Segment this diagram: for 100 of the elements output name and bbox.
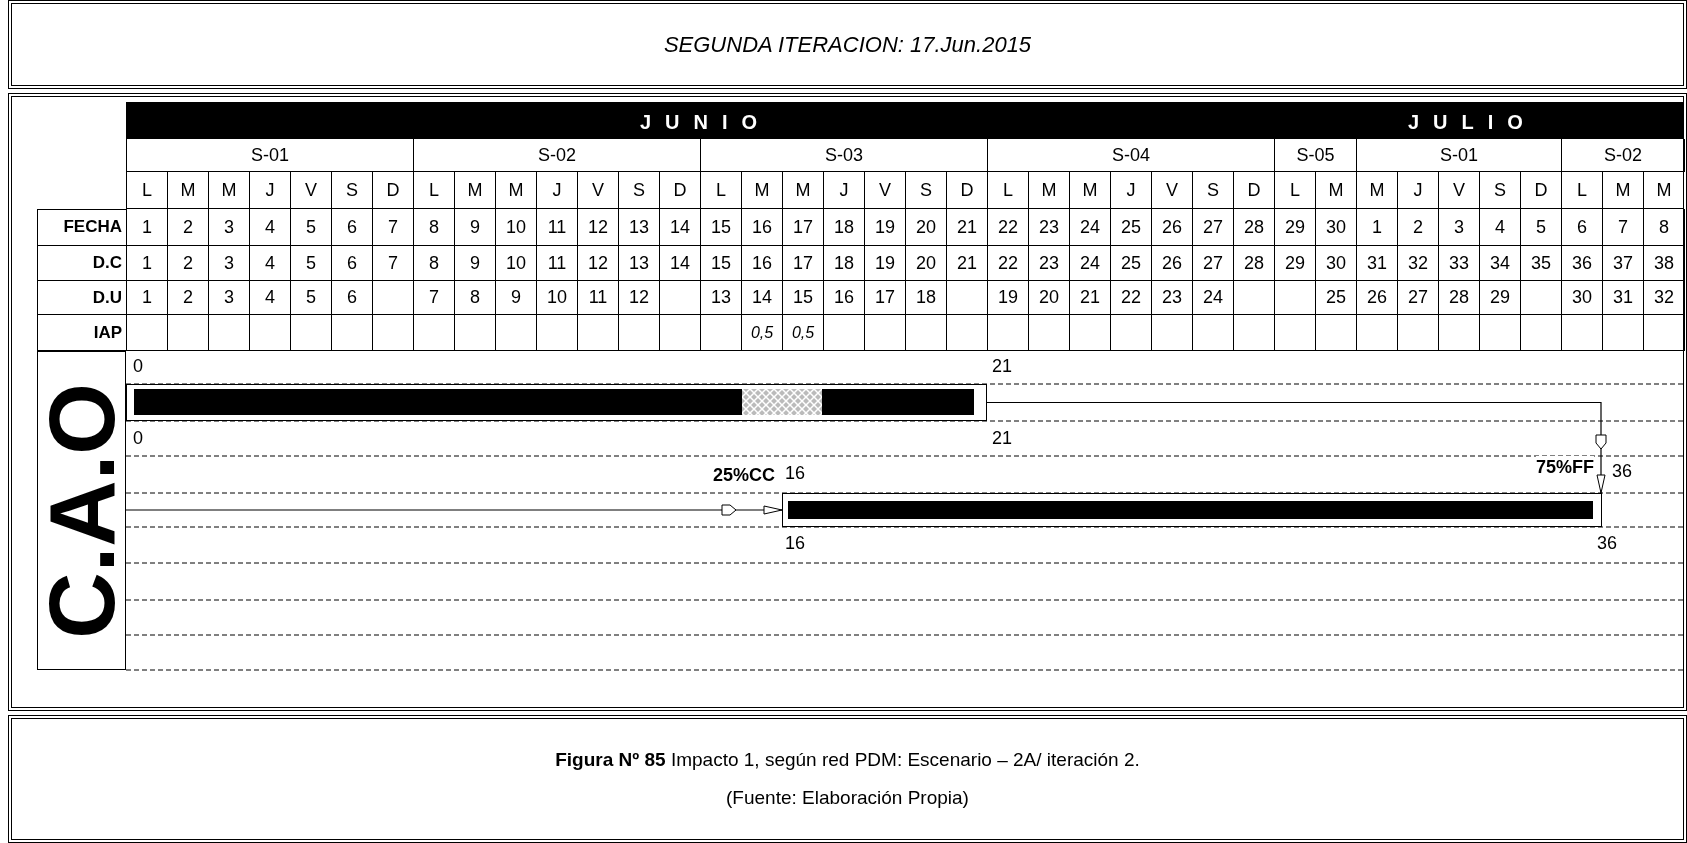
week-label: S-01	[126, 139, 413, 172]
day-letter: M	[741, 172, 782, 209]
value-entry: 4	[1479, 209, 1520, 246]
day-letter: L	[413, 172, 454, 209]
day-letter: D	[372, 172, 413, 209]
day-letter: S	[331, 172, 372, 209]
value-entry: 30	[1561, 281, 1602, 315]
value-entry: 12	[618, 281, 659, 315]
day-letter: M	[1315, 172, 1356, 209]
value-entry: 22	[987, 209, 1028, 246]
task-bar	[782, 493, 1602, 527]
week-label: S-05	[1274, 139, 1356, 172]
value-entry: 30	[1315, 209, 1356, 246]
value-entry: 5	[290, 246, 331, 281]
value-entry: 5	[290, 209, 331, 246]
value-entry: 6	[331, 246, 372, 281]
value-entry: 17	[782, 246, 823, 281]
value-entry: 23	[1151, 281, 1192, 315]
value-entry: 28	[1233, 209, 1274, 246]
row-header: D.U	[37, 281, 126, 315]
day-letter: M	[1028, 172, 1069, 209]
day-letter: M	[782, 172, 823, 209]
value-entry: 18	[905, 281, 946, 315]
day-letter: J	[1110, 172, 1151, 209]
value-entry: 17	[864, 281, 905, 315]
value-entry: 4	[249, 281, 290, 315]
value-entry: 7	[372, 209, 413, 246]
day-letter: M	[454, 172, 495, 209]
day-number: 16	[785, 462, 806, 484]
source-note: (Fuente: Elaboración Propia)	[726, 786, 969, 810]
value-entry: 2	[167, 246, 208, 281]
day-number: 0	[133, 355, 143, 377]
day-number: 36	[1612, 460, 1633, 482]
value-entry: 0,5	[741, 315, 782, 351]
month-label: JUNIO	[640, 110, 772, 135]
day-letter: M	[1643, 172, 1684, 209]
value-entry: 30	[1315, 246, 1356, 281]
value-entry: 31	[1602, 281, 1643, 315]
day-number: 0	[133, 427, 143, 449]
day-letter: V	[290, 172, 331, 209]
day-letter: M	[1069, 172, 1110, 209]
day-letter: M	[208, 172, 249, 209]
value-entry: 19	[987, 281, 1028, 315]
day-letter: J	[249, 172, 290, 209]
value-entry: 16	[741, 209, 782, 246]
value-entry: 18	[823, 246, 864, 281]
value-entry: 9	[495, 281, 536, 315]
value-entry: 28	[1233, 246, 1274, 281]
value-entry: 37	[1602, 246, 1643, 281]
value-entry: 21	[1069, 281, 1110, 315]
value-entry: 8	[1643, 209, 1684, 246]
title: SEGUNDA ITERACION: 17.Jun.2015	[663, 31, 1032, 59]
day-letter: V	[1438, 172, 1479, 209]
day-letter: M	[495, 172, 536, 209]
value-entry: 14	[659, 209, 700, 246]
value-entry: 26	[1151, 209, 1192, 246]
value-entry: 11	[577, 281, 618, 315]
row-header: FECHA	[37, 209, 126, 246]
row-header: D.C	[37, 246, 126, 281]
value-entry: 12	[577, 246, 618, 281]
value-entry: 8	[454, 281, 495, 315]
value-entry: 15	[782, 281, 823, 315]
value-entry: 29	[1479, 281, 1520, 315]
value-entry: 1	[1356, 209, 1397, 246]
day-number: 21	[992, 427, 1013, 449]
value-entry: 12	[577, 209, 618, 246]
value-entry: 2	[167, 209, 208, 246]
value-entry: 3	[208, 209, 249, 246]
week-label: S-02	[413, 139, 700, 172]
value-entry: 6	[331, 281, 372, 315]
value-entry: 32	[1397, 246, 1438, 281]
value-entry: 3	[208, 246, 249, 281]
day-letter: L	[987, 172, 1028, 209]
day-number: 36	[1597, 532, 1618, 554]
week-label: S-04	[987, 139, 1274, 172]
day-letter: S	[1192, 172, 1233, 209]
value-entry: 1	[126, 209, 167, 246]
caption: Figura Nº 85 Impacto 1, según red PDM: Escenario – 2A/ iteración 2.	[555, 747, 1140, 772]
value-entry: 2	[167, 281, 208, 315]
value-entry: 10	[495, 209, 536, 246]
day-number: 16	[785, 532, 806, 554]
vertical-label: C.A.O	[38, 382, 125, 639]
value-entry: 24	[1069, 246, 1110, 281]
value-entry: 16	[823, 281, 864, 315]
value-entry: 21	[946, 209, 987, 246]
value-entry: 19	[864, 246, 905, 281]
task-bar	[126, 384, 987, 421]
day-letter: M	[1602, 172, 1643, 209]
value-entry: 1	[126, 246, 167, 281]
day-letter: S	[618, 172, 659, 209]
value-entry: 20	[905, 209, 946, 246]
value-entry: 23	[1028, 246, 1069, 281]
value-entry: 10	[495, 246, 536, 281]
value-entry: 3	[208, 281, 249, 315]
value-entry: 25	[1110, 209, 1151, 246]
value-entry: 21	[946, 246, 987, 281]
value-entry: 1	[126, 281, 167, 315]
value-entry: 13	[618, 209, 659, 246]
day-letter: S	[905, 172, 946, 209]
value-entry: 22	[1110, 281, 1151, 315]
